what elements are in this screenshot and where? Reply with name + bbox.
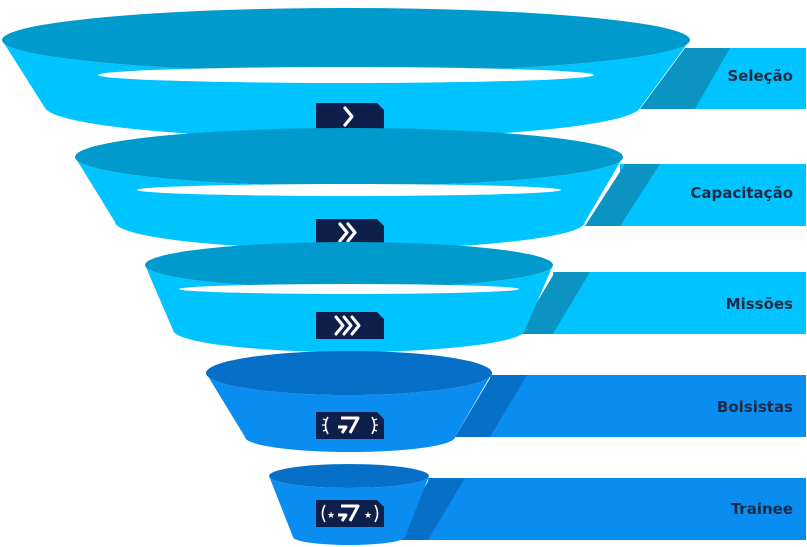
funnel-ring-top [75, 128, 623, 186]
funnel-ring [75, 157, 623, 249]
stage-connector-shadow [585, 164, 660, 226]
stage-label-bar [553, 272, 806, 334]
funnel-ring-opening [137, 184, 561, 196]
funnel-ring-top [145, 242, 553, 288]
svg-text:★: ★ [364, 511, 372, 521]
triple-chevron-icon [316, 312, 384, 339]
stage-label: Seleção [727, 67, 793, 85]
stage-connector-shadow [640, 48, 730, 109]
svg-text:★: ★ [327, 511, 335, 521]
funnel-ring-top [269, 464, 429, 488]
stage-label: Missões [726, 295, 793, 313]
single-chevron-icon [316, 103, 384, 130]
stage-label: Trainee [731, 500, 793, 518]
stage-label: Bolsistas [717, 398, 793, 416]
funnel-stage-capacitacao: Capacitação [75, 128, 806, 249]
stage-label-bar [428, 478, 806, 540]
funnel-ring-opening [179, 284, 519, 294]
funnel-ring-opening [98, 67, 594, 83]
stage-connector-shadow [455, 375, 527, 437]
stage-connector-shadow [518, 272, 590, 334]
funnel-ring-top [2, 8, 690, 72]
funnel-ring [2, 40, 690, 139]
star-laurel-badge-icon: ★ ★ [316, 500, 384, 527]
stage-label-bar [490, 375, 806, 437]
stage-connector-shadow [393, 478, 465, 540]
double-chevron-icon [316, 219, 384, 246]
funnel-stage-trainee: ★ ★ Trainee [269, 464, 806, 545]
funnel-stage-bolsistas: Bolsistas [206, 351, 806, 452]
funnel-ring-top [206, 351, 492, 395]
funnel-stage-selecao: Seleção [2, 8, 806, 139]
laurel-badge-icon [316, 412, 384, 439]
stage-label: Capacitação [690, 184, 793, 202]
funnel-stage-missoes: Missões [145, 242, 806, 352]
